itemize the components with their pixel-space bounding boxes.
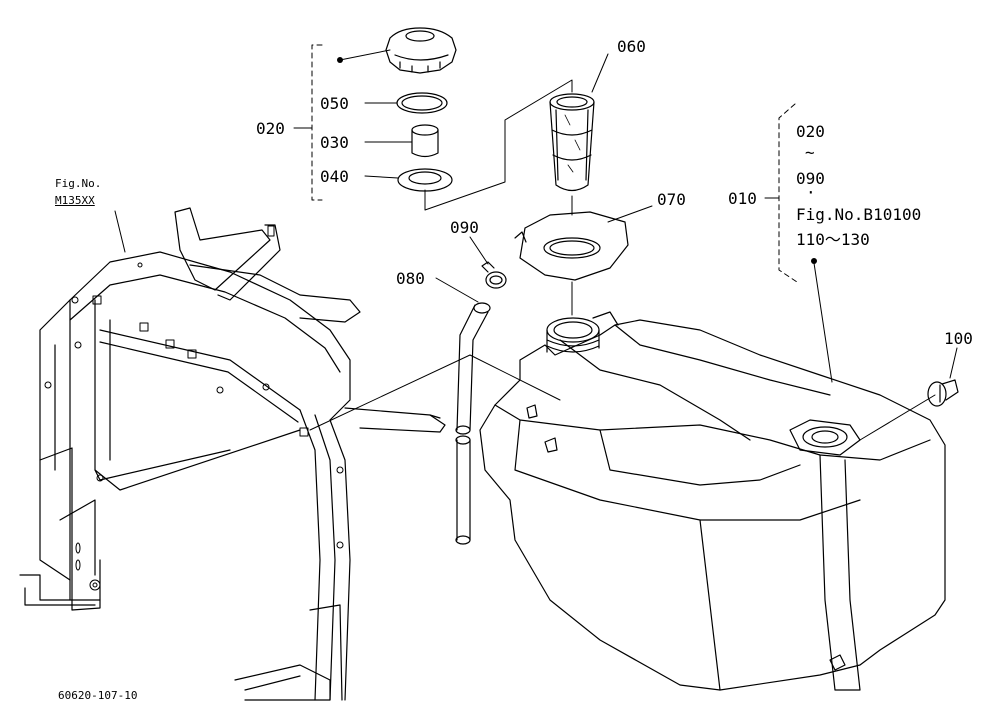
part-label-030: 030 <box>320 133 349 152</box>
part-label-080: 080 <box>396 269 425 288</box>
part-label-060: 060 <box>617 37 646 56</box>
part-label-010: 010 <box>728 189 757 208</box>
part-label-100: 100 <box>944 329 973 348</box>
part-label-070: 070 <box>657 190 686 209</box>
fig-ref-label: Fig.No. <box>55 177 102 190</box>
assembly-note-line1: 020 <box>796 122 825 141</box>
assembly-note-line5: Fig.No.B10100 <box>796 205 922 224</box>
packing-shape <box>397 168 453 192</box>
plug-shape <box>927 379 959 407</box>
fig-ref-number: M135XX <box>55 194 95 207</box>
fuel-tank-shape <box>479 311 946 691</box>
collar-shape <box>411 124 439 158</box>
gasket-shape <box>396 92 448 114</box>
assembly-note-line3: 090 <box>796 169 825 188</box>
part-label-050: 050 <box>320 94 349 113</box>
assembly-note-line4: · <box>806 183 816 202</box>
strainer-shape <box>549 93 595 192</box>
hose-clamp-shape <box>481 261 507 289</box>
part-label-090: 090 <box>450 218 479 237</box>
leader-dots <box>337 57 817 264</box>
cap-shape <box>385 27 457 74</box>
assembly-note-line2: ~ <box>805 143 815 162</box>
drain-hose-shape <box>455 302 491 545</box>
strainer-seat-shape <box>514 211 629 281</box>
figure-code: 60620-107-10 <box>58 689 138 702</box>
assembly-note-line6: 110～130 <box>796 230 870 249</box>
part-label-040: 040 <box>320 167 349 186</box>
leader-lines <box>114 44 958 441</box>
frame-assembly <box>19 207 446 701</box>
part-label-020: 020 <box>256 119 285 138</box>
